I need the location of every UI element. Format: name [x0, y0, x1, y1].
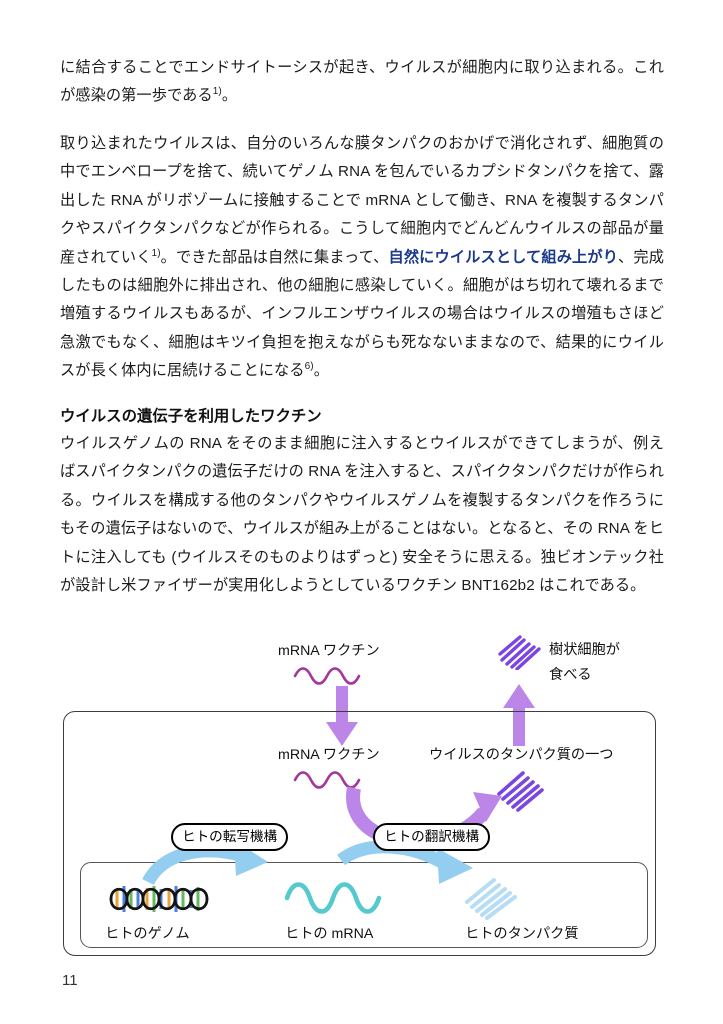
reference-marker-6: 6): [304, 361, 314, 373]
human-protein-icon: [465, 878, 517, 920]
figure-label-dendritic-line2: 食べる: [549, 667, 592, 683]
paragraph-2-text-b: 。できた部品は自然に集まって、: [160, 248, 389, 266]
pill-transcription-machinery[interactable]: ヒトの転写機構: [171, 823, 289, 851]
viral-protein-icon-inside: [497, 771, 544, 812]
page-number: 11: [62, 972, 78, 989]
section-heading: ウイルスの遺伝子を利用したワクチン: [60, 408, 322, 425]
host-machinery-box: [80, 862, 648, 948]
cell-boundary-box: [63, 711, 656, 956]
mrna-vaccine-diagram: mRNA ワクチン 樹状細胞が 食べる: [60, 620, 664, 960]
figure-label-human-genome: ヒトのゲノム: [105, 926, 190, 942]
paragraph-2: 取り込まれたウイルスは、自分のいろんな膜タンパクのおかげで消化されず、細胞質の中…: [60, 130, 664, 386]
figure-label-dendritic-cell: 樹状細胞が 食べる: [549, 638, 659, 688]
figure-label-dendritic-line1: 樹状細胞が: [549, 642, 620, 658]
dna-helix-icon: [109, 886, 209, 912]
figure-label-human-protein: ヒトのタンパク質: [465, 926, 579, 942]
reference-marker-1: 1): [212, 86, 222, 98]
highlighted-phrase: 自然にウイルスとして組み上がり: [388, 248, 619, 266]
arrow-down-icon: [326, 686, 358, 746]
paragraph-3: ウイルスゲノムの RNA をそのまま細胞に注入するとウイルスができてしまうが、例…: [60, 435, 664, 595]
rna-squiggle-icon-inside: [293, 771, 361, 789]
figure-label-vaccine-inside: mRNA ワクチン: [278, 747, 380, 763]
paragraph-1-text: に結合することでエンドサイトーシスが起き、ウイルスが細胞内に取り込まれる。これが…: [60, 59, 664, 105]
viral-protein-icon-outside: [498, 635, 541, 670]
figure-label-viral-protein: ウイルスのタンパク質の一つ: [429, 747, 614, 763]
paragraph-1-tail: 。: [221, 87, 238, 105]
paragraph-2-text-a: 取り込まれたウイルスは、自分のいろんな膜タンパクのおかげで消化されず、細胞質の中…: [60, 135, 664, 266]
paragraph-2-text-c: 、完成したものは細胞外に排出され、他の細胞に感染していく。細胞がはち切れて壊れる…: [60, 248, 664, 380]
paragraph-1: に結合することでエンドサイトーシスが起き、ウイルスが細胞内に取り込まれる。これが…: [60, 54, 664, 111]
rna-squiggle-icon-outside: [293, 667, 361, 685]
figure-label-human-mrna: ヒトの mRNA: [285, 926, 374, 942]
mrna-squiggle-icon: [284, 882, 382, 914]
figure-label-vaccine-outside: mRNA ワクチン: [278, 643, 380, 659]
arrow-up-icon: [503, 684, 535, 746]
reference-marker-1b: 1): [151, 247, 161, 259]
pill-translation-machinery[interactable]: ヒトの翻訳機構: [373, 823, 491, 851]
paragraph-2-tail: 。: [313, 362, 329, 380]
